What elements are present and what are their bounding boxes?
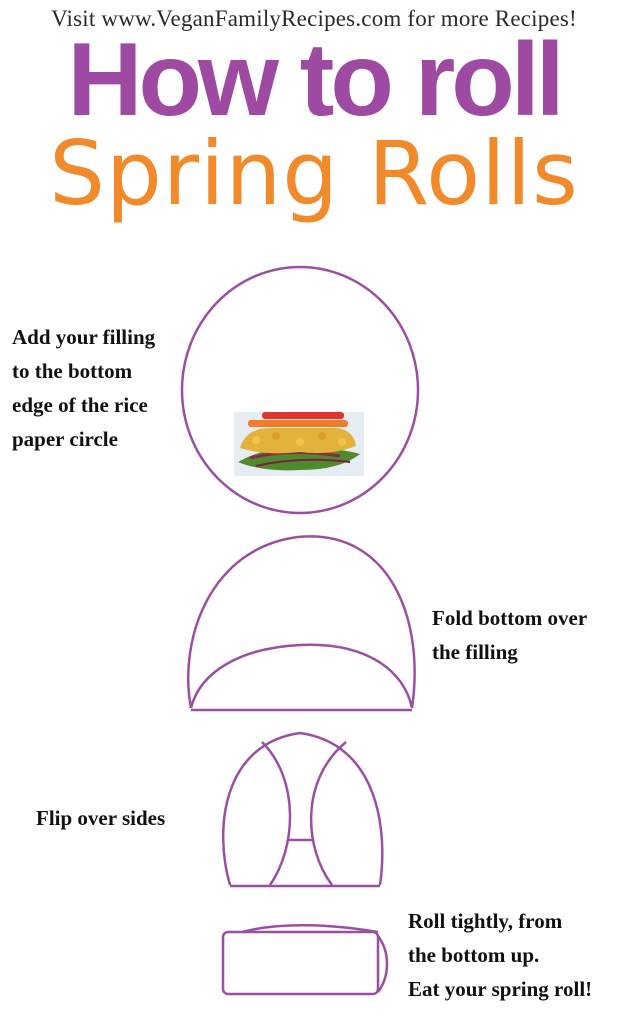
step1-line: paper circle xyxy=(12,427,118,451)
step1-line: Add your filling xyxy=(12,325,156,349)
step3-line: Flip over sides xyxy=(36,806,166,830)
step2-instruction: Fold bottom over the filling xyxy=(432,601,628,669)
title-how-to-roll: How to roll xyxy=(67,22,564,138)
step1-rice-paper xyxy=(180,265,420,515)
step1-line: edge of the rice xyxy=(12,393,148,417)
step4-line: Roll tightly, from xyxy=(408,909,563,933)
rice-paper-circle xyxy=(180,265,420,515)
step4-line: Eat your spring roll! xyxy=(408,977,593,1001)
step3-instruction: Flip over sides xyxy=(36,801,216,835)
step3-flip-sides xyxy=(221,731,384,888)
site-banner: Visit www.VeganFamilyRecipes.com for mor… xyxy=(51,6,577,31)
step4-instruction: Roll tightly, from the bottom up. Eat yo… xyxy=(408,904,626,1006)
step4-rolled xyxy=(221,924,389,996)
filling-photo xyxy=(234,412,364,476)
step1-line: to the bottom xyxy=(12,359,133,383)
step2-line: Fold bottom over xyxy=(432,606,588,630)
step4-line: the bottom up. xyxy=(408,943,540,967)
title-spring-rolls: Spring Rolls xyxy=(49,122,579,225)
step2-fold-bottom xyxy=(187,535,416,712)
step2-line: the filling xyxy=(432,640,518,664)
step1-instruction: Add your filling to the bottom edge of t… xyxy=(12,320,212,456)
